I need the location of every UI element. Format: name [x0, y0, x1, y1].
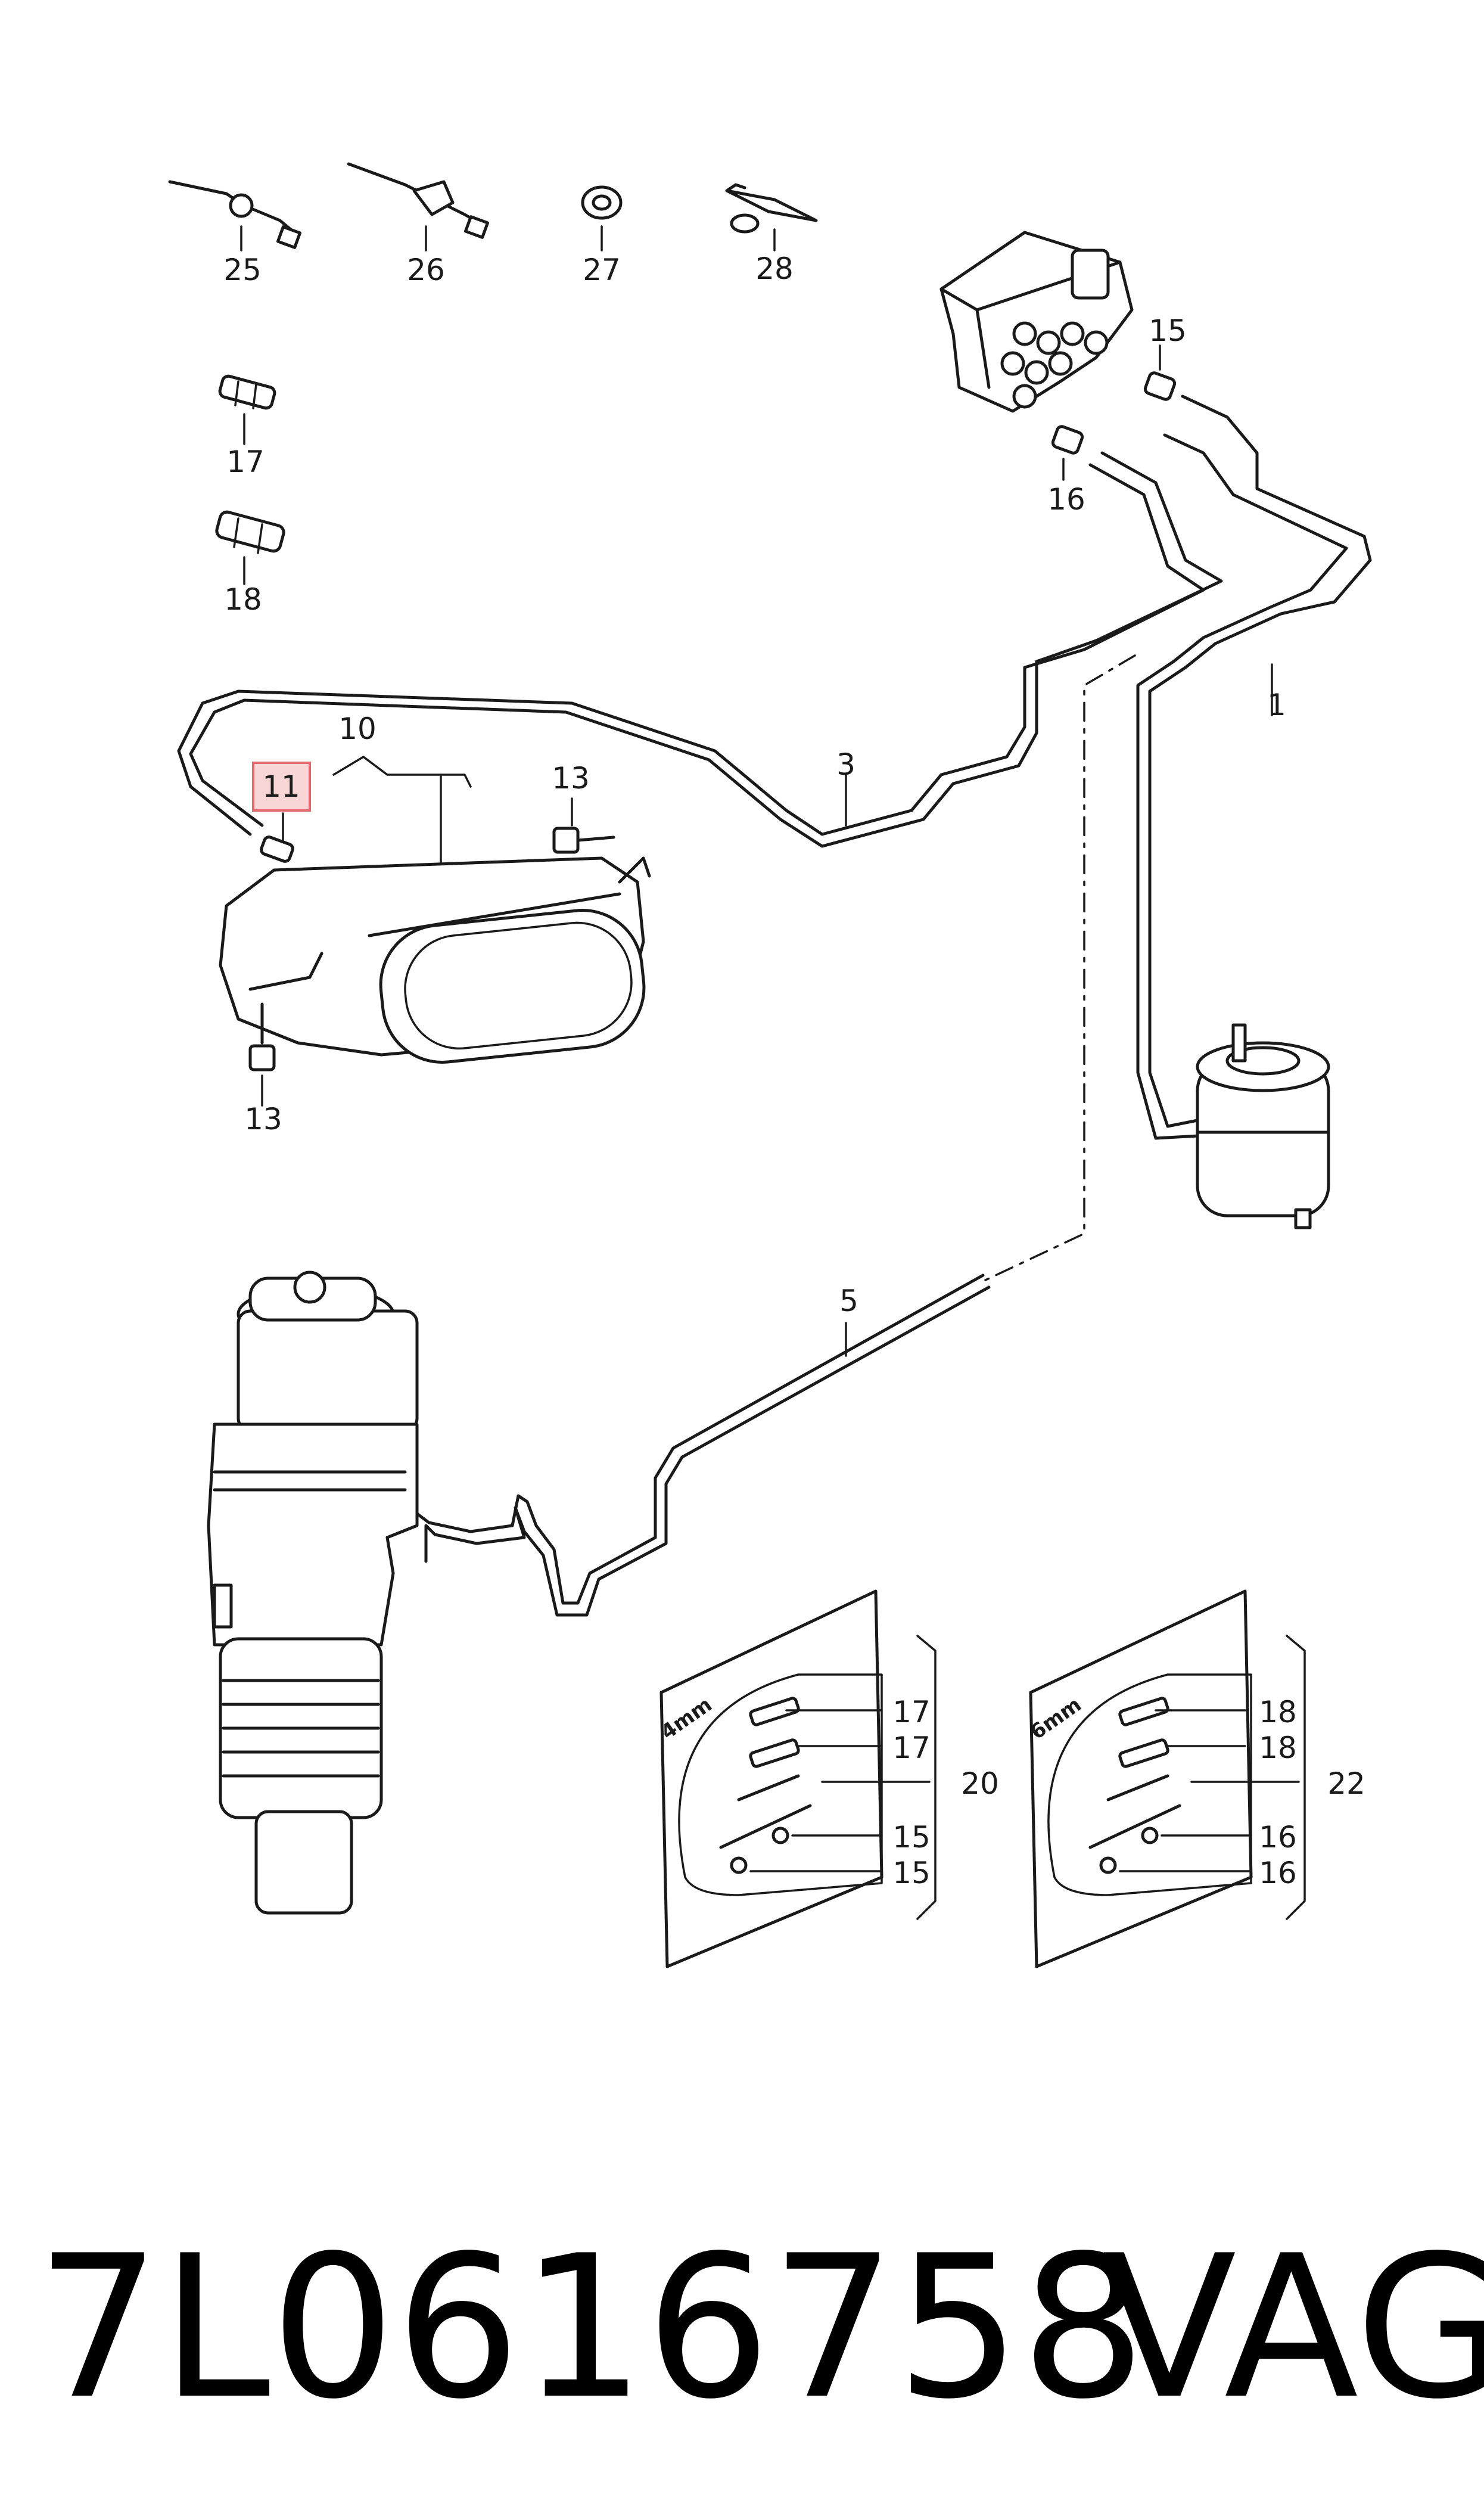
label-15: 15: [1149, 313, 1187, 348]
highlight-part-11[interactable]: [252, 762, 311, 863]
kit22-label-16a: 16: [1259, 1820, 1297, 1855]
label-28: 28: [755, 251, 794, 286]
air-strut: [207, 1271, 419, 1915]
dashed-line: [982, 654, 1136, 1282]
kit22-label-16b: 16: [1259, 1856, 1297, 1890]
connector-17: [218, 374, 276, 445]
cable-tie-26: [347, 162, 490, 251]
kit22-label-18b: 18: [1259, 1731, 1297, 1765]
label-11[interactable]: 11: [262, 769, 300, 804]
repair-kit-22: 6mm: [1026, 1589, 1306, 1968]
grommet-27: [581, 185, 623, 251]
connector-18: [215, 510, 285, 585]
label-13-bottom: 13: [244, 1102, 282, 1136]
label-13-top: 13: [552, 761, 590, 796]
fitting-16: [1051, 425, 1084, 481]
pipe-5: [415, 1274, 991, 1617]
label-25: 25: [223, 253, 262, 287]
label-27: 27: [583, 253, 621, 287]
fitting-15: [1143, 344, 1177, 401]
label-16: 16: [1047, 482, 1085, 517]
kit20-label-20: 20: [961, 1766, 999, 1801]
kit20-label-17a: 17: [892, 1695, 931, 1729]
label-17: 17: [226, 445, 265, 479]
label-10: 10: [338, 712, 377, 746]
kit22-label-18a: 18: [1259, 1695, 1297, 1729]
part-number: 7L0616758: [36, 2213, 1146, 2442]
bolt-13-bottom: [248, 1002, 276, 1107]
reservoir-10: [219, 756, 651, 1064]
kit20-label-15b: 15: [892, 1856, 931, 1890]
brand-name: VAG: [1102, 2213, 1484, 2442]
cable-tie-25: [168, 180, 302, 251]
label-1: 1: [1267, 688, 1286, 722]
pipe-3: [177, 451, 1223, 848]
repair-kit-20: 4mm: [657, 1589, 937, 1968]
bracket-28: [725, 183, 818, 251]
kit20-label-17b: 17: [892, 1731, 931, 1765]
pipe-1: [1136, 395, 1372, 1140]
label-3: 3: [836, 747, 855, 782]
kit22-label-22: 22: [1327, 1766, 1365, 1801]
kit20-label-15a: 15: [892, 1820, 931, 1855]
label-5: 5: [839, 1284, 858, 1318]
valve-block: [939, 231, 1134, 413]
bolt-13-top: [552, 797, 615, 854]
label-26: 26: [407, 253, 445, 287]
label-18: 18: [224, 582, 262, 617]
accumulator: [1196, 1023, 1330, 1229]
